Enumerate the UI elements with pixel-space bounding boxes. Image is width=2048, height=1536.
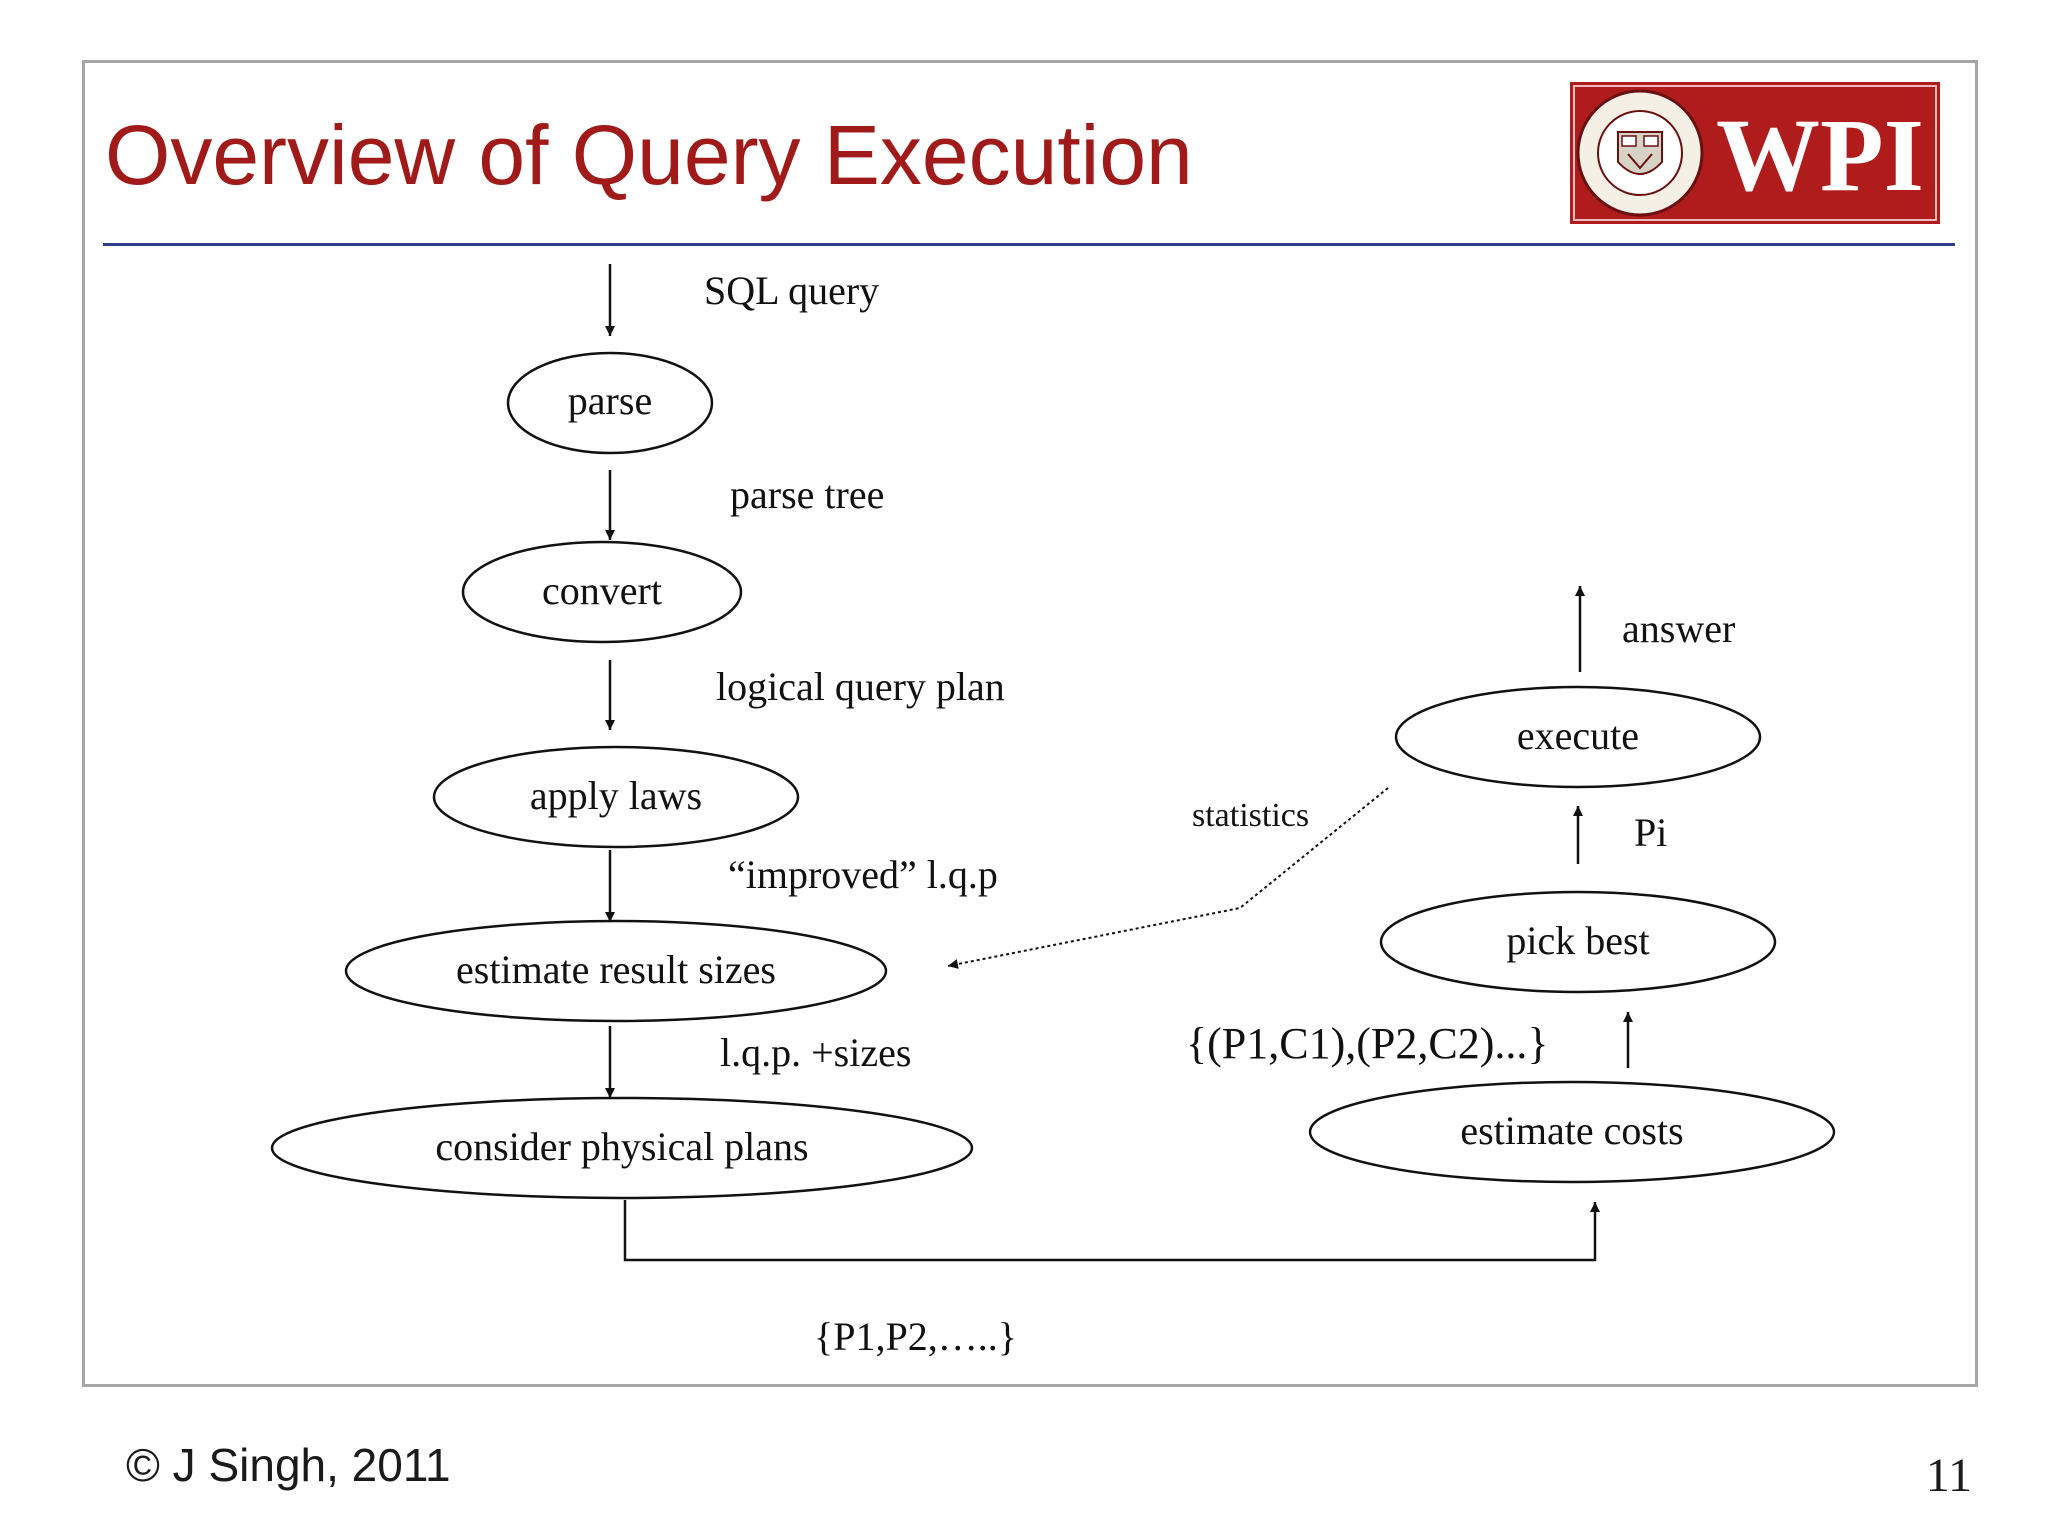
edge-label-answer: answer	[1622, 606, 1735, 651]
node-apply-laws-label: apply laws	[530, 773, 702, 818]
edge-label-plans-set: {P1,P2,…..}	[814, 1314, 1017, 1359]
node-execute: execute	[1394, 685, 1762, 789]
node-parse-label: parse	[568, 378, 652, 423]
edge-label-costs-set: {(P1,C1),(P2,C2)...}	[1186, 1019, 1548, 1068]
node-pick-best: pick best	[1379, 890, 1777, 994]
node-apply-laws: apply laws	[432, 745, 800, 849]
wpi-logo: WPI	[1570, 82, 1940, 224]
page-number: 11	[1925, 1449, 1972, 1502]
wpi-seal-icon	[1576, 89, 1704, 217]
slide-title: Overview of Query Execution	[105, 108, 1193, 202]
statistics-feedback-line	[947, 787, 1389, 969]
wpi-logo-text: WPI	[1716, 98, 1924, 213]
edge-label-parse-tree: parse tree	[730, 472, 884, 517]
edge-label-statistics: statistics	[1192, 797, 1309, 834]
node-pick-best-label: pick best	[1506, 918, 1649, 963]
edge-label-improved-lqp: “improved” l.q.p	[728, 852, 998, 897]
node-parse: parse	[506, 351, 714, 455]
title-divider	[103, 243, 1955, 246]
node-execute-label: execute	[1517, 713, 1639, 758]
node-convert-label: convert	[542, 568, 662, 613]
node-convert: convert	[461, 540, 743, 644]
node-estimate-result-sizes: estimate result sizes	[344, 919, 888, 1023]
node-consider-physical-plans: consider physical plans	[270, 1096, 974, 1200]
node-consider-physical-plans-label: consider physical plans	[435, 1124, 808, 1169]
edge-label-lqp-sizes: l.q.p. +sizes	[720, 1030, 911, 1075]
edge-label-pi: Pi	[1634, 810, 1667, 855]
footer-copyright: © J Singh, 2011	[126, 1439, 451, 1491]
node-estimate-costs: estimate costs	[1308, 1080, 1836, 1184]
node-estimate-costs-label: estimate costs	[1460, 1108, 1683, 1153]
node-estimate-result-sizes-label: estimate result sizes	[456, 947, 776, 992]
edge-label-logical-query-plan: logical query plan	[716, 664, 1005, 709]
edge-label-sql-query: SQL query	[704, 268, 879, 313]
connector-plans-to-costs	[623, 1200, 1600, 1262]
